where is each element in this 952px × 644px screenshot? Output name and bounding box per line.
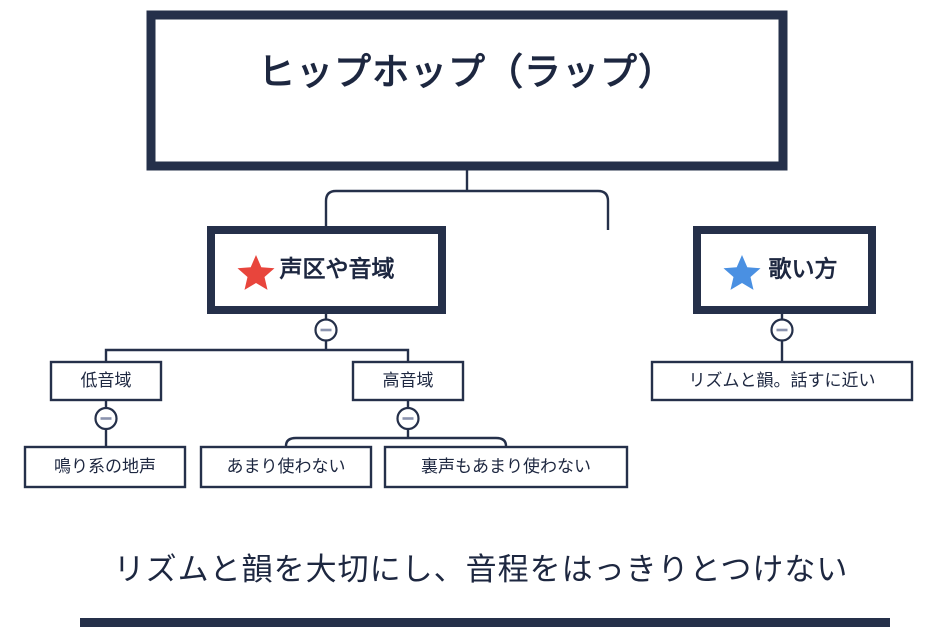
node-low-range[interactable]: 低音域 (49, 360, 163, 402)
node-rhythm-rhyme-label: リズムと韻。話すに近い (689, 371, 876, 390)
connector-root-to-branches (324, 166, 610, 230)
star-icon (723, 255, 761, 290)
star-icon (237, 255, 275, 290)
node-high-range-label: 高音域 (383, 371, 434, 390)
node-chest-voice[interactable]: 鳴り系の地声 (23, 445, 187, 489)
node-rarely-used[interactable]: あまり使わない (199, 445, 373, 489)
node-voice-range-label: 声区や音域 (280, 255, 395, 281)
connector-voice-range-to-children (104, 310, 410, 362)
node-chest-voice-label: 鳴り系の地声 (54, 457, 156, 476)
node-singing-style-label: 歌い方 (769, 255, 838, 281)
node-high-range[interactable]: 高音域 (351, 360, 465, 402)
bottom-divider (80, 618, 890, 627)
node-falsetto-rarely-used[interactable]: 裏声もあまり使わない (383, 445, 629, 489)
node-low-range-label: 低音域 (81, 371, 132, 390)
node-singing-style[interactable]: 歌い方 (693, 226, 876, 314)
node-rhythm-rhyme[interactable]: リズムと韻。話すに近い (650, 360, 914, 402)
node-voice-range[interactable]: 声区や音域 (207, 226, 446, 314)
node-rarely-used-label: あまり使わない (227, 456, 346, 476)
connector-low-range-to-children (94, 400, 118, 447)
node-root-label: ヒップホップ（ラップ） (258, 51, 676, 93)
connector-singing-style-to-children (770, 310, 794, 362)
diagram-caption: リズムと韻を大切にし、音程をはっきりとつけない (114, 552, 849, 587)
node-root[interactable]: ヒップホップ（ラップ） (146, 10, 788, 171)
node-falsetto-rarely-used-label: 裏声もあまり使わない (421, 456, 591, 476)
connector-high-range-to-children (284, 400, 508, 447)
